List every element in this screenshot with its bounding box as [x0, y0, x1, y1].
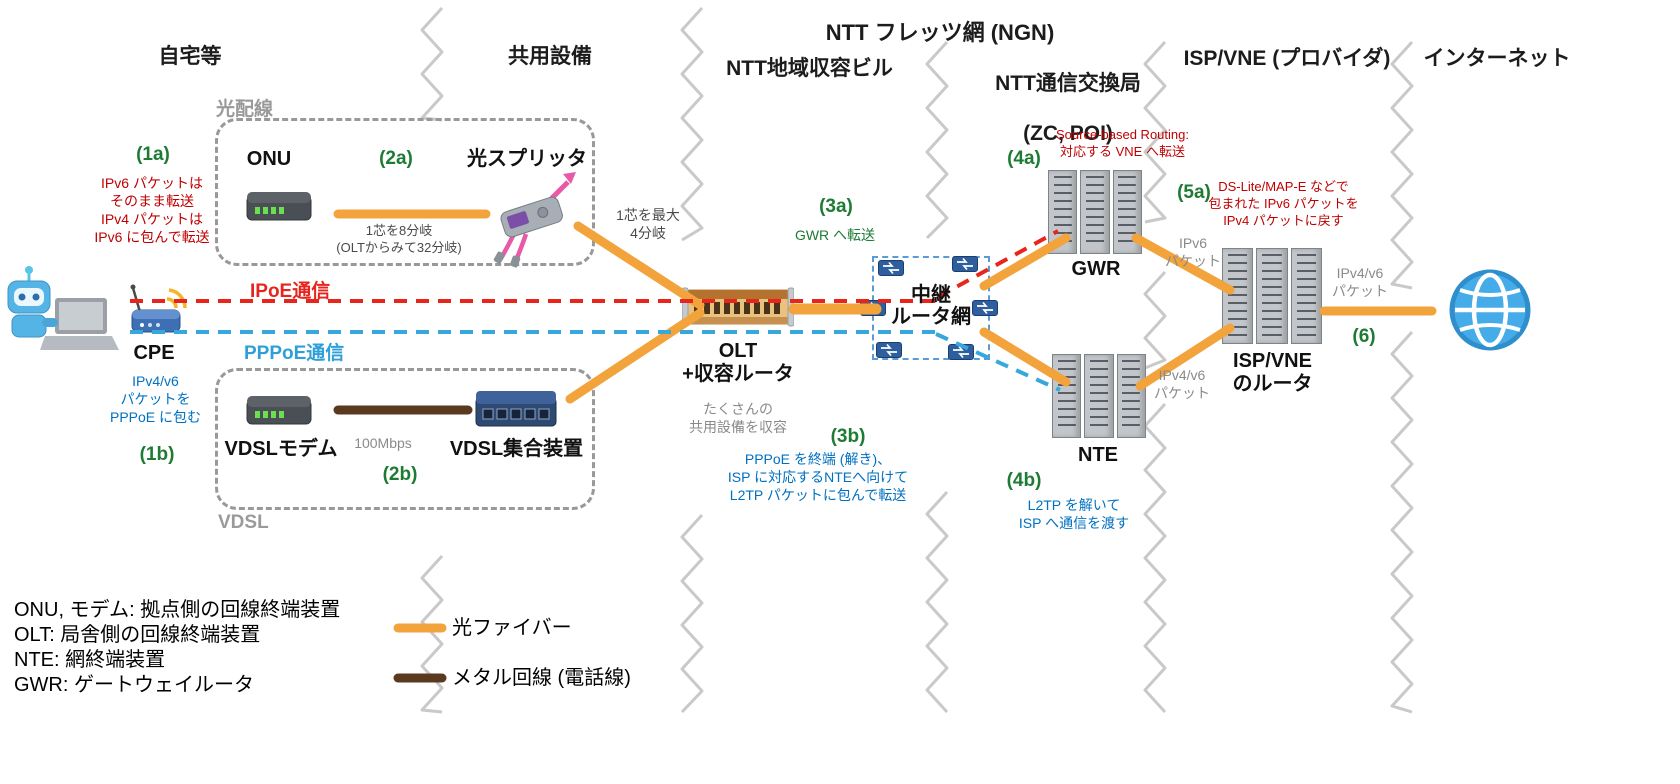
note-5a-dslite: DS-Lite/MAP-E などで 包まれた IPv6 パケットを IPv4 パ… — [1208, 179, 1359, 228]
note-ipv46-packet-nte: IPv4/v6 パケット — [1154, 367, 1210, 401]
onu-modem-icon — [246, 190, 312, 227]
device-label-onu: ONU — [246, 148, 292, 170]
note-olt-capacity: たくさんの 共用設備を収容 — [689, 401, 787, 435]
zone-header-exchange-line1: NTT通信交換局 — [995, 72, 1141, 95]
note-1b: IPv4/v6 パケットを PPPoE に包む — [109, 373, 202, 425]
optical-splitter-icon — [482, 168, 582, 273]
vdsl-modem-icon — [246, 394, 312, 431]
device-label-cpe: CPE — [133, 342, 175, 364]
note-4a-source-routing: Source-based Routing: 対応する VNE へ転送 — [1056, 127, 1189, 159]
flow-label-pppoe: PPPoE通信 — [244, 343, 345, 364]
sub-header-fiber-wiring: 光配線 — [216, 99, 274, 120]
note-4b-l2tp: L2TP を解いて ISP へ通信を渡す — [1018, 497, 1130, 531]
cpe-router-icon — [120, 278, 192, 347]
olt-device-icon — [681, 280, 795, 339]
device-label-isp-router: ISP/VNE のルータ — [1210, 350, 1335, 396]
step-marker-3b: (3b) — [830, 426, 866, 447]
step-marker-4b: (4b) — [1006, 470, 1042, 491]
gwr-rack-icon — [1048, 170, 1142, 254]
relay-router-icon — [876, 340, 902, 365]
robot-user-icon — [0, 262, 125, 367]
vdsl-equipment-box — [215, 368, 595, 510]
note-ipv6-packet: IPv6 パケット — [1165, 235, 1221, 269]
note-ipv46-packet-right: IPv4/v6 パケット — [1332, 265, 1388, 299]
legend-gwr: GWR: ゲートウェイルータ — [14, 674, 254, 696]
device-label-relay: 中継 ルータ網 — [874, 284, 988, 328]
device-label-isp-line1: ISP/VNE — [1233, 350, 1312, 372]
device-label-olt-line1: OLT — [718, 340, 758, 362]
sub-header-vdsl: VDSL — [218, 512, 269, 533]
zone-header-ngn: NTT フレッツ網 (NGN) — [825, 20, 1055, 45]
zone-header-home: 自宅等 — [158, 45, 222, 68]
isp-router-rack-icon — [1222, 248, 1322, 344]
legend-nte: NTE: 網終端装置 — [14, 649, 166, 671]
nte-rack-icon — [1052, 354, 1146, 438]
step-marker-1a: (1a) — [136, 144, 170, 165]
zone-header-shared: 共用設備 — [508, 45, 592, 68]
step-marker-6: (6) — [1352, 326, 1376, 347]
device-label-isp-line2: のルータ — [1232, 373, 1313, 395]
zone-header-regional: NTT地域収容ビル — [726, 57, 893, 80]
device-label-vdsl-dslam: VDSL集合装置 — [449, 438, 584, 460]
relay-router-icon — [948, 342, 974, 367]
device-label-relay-line2: ルータ網 — [891, 306, 971, 328]
legend-olt: OLT: 局舎側の回線終端装置 — [14, 624, 261, 646]
note-3b-pppoe-terminate: PPPoE を終端 (解き)、 ISP に対応するNTEへ向けて L2TP パケ… — [727, 451, 909, 503]
step-marker-1b: (1b) — [139, 444, 175, 465]
legend-onu-modem: ONU, モデム: 拠点側の回線終端装置 — [14, 599, 341, 621]
vdsl-dslam-icon — [474, 386, 558, 435]
note-split8: 1芯を8分岐 (OLTからみて32分岐) — [336, 223, 462, 255]
flow-label-ipoe: IPoE通信 — [250, 281, 331, 302]
device-label-olt: OLT +収容ルータ — [662, 340, 814, 386]
device-label-relay-line1: 中継 — [911, 284, 951, 306]
step-marker-4a: (4a) — [1007, 148, 1041, 169]
device-label-gwr: GWR — [1071, 258, 1121, 280]
device-label-olt-line2: +収容ルータ — [682, 363, 794, 385]
device-label-splitter: 光スプリッタ — [467, 148, 587, 170]
legend-metal-label: メタル回線 (電話線) — [452, 667, 631, 689]
device-label-nte: NTE — [1078, 444, 1118, 466]
zone-header-isp: ISP/VNE (プロバイダ) — [1183, 47, 1391, 70]
step-marker-2a: (2a) — [379, 148, 413, 169]
zone-header-exchange: NTT通信交換局 (ZC, POI) — [978, 46, 1158, 171]
relay-router-icon — [952, 254, 978, 279]
note-3a-gwr-forward: GWR へ転送 — [794, 227, 876, 243]
note-100mbps: 100Mbps — [354, 435, 412, 451]
step-marker-3a: (3a) — [819, 196, 853, 217]
zone-header-exchange-line2: (ZC, POI) — [1023, 122, 1113, 145]
zone-header-internet: インターネット — [1423, 47, 1571, 70]
fiber-equipment-box — [215, 118, 595, 266]
legend-fiber-label: 光ファイバー — [452, 617, 572, 639]
note-split4: 1芯を最大 4分岐 — [616, 207, 680, 241]
device-label-vdsl-modem: VDSLモデム — [224, 438, 338, 460]
step-marker-2b: (2b) — [382, 464, 418, 485]
step-marker-5a: (5a) — [1177, 182, 1211, 203]
relay-router-icon — [878, 258, 904, 283]
internet-globe-icon — [1448, 268, 1532, 357]
note-1a: IPv6 パケットは そのまま転送 IPv4 パケットは IPv6 に包んで転送 — [94, 175, 210, 245]
relay-router-icon — [972, 298, 998, 323]
